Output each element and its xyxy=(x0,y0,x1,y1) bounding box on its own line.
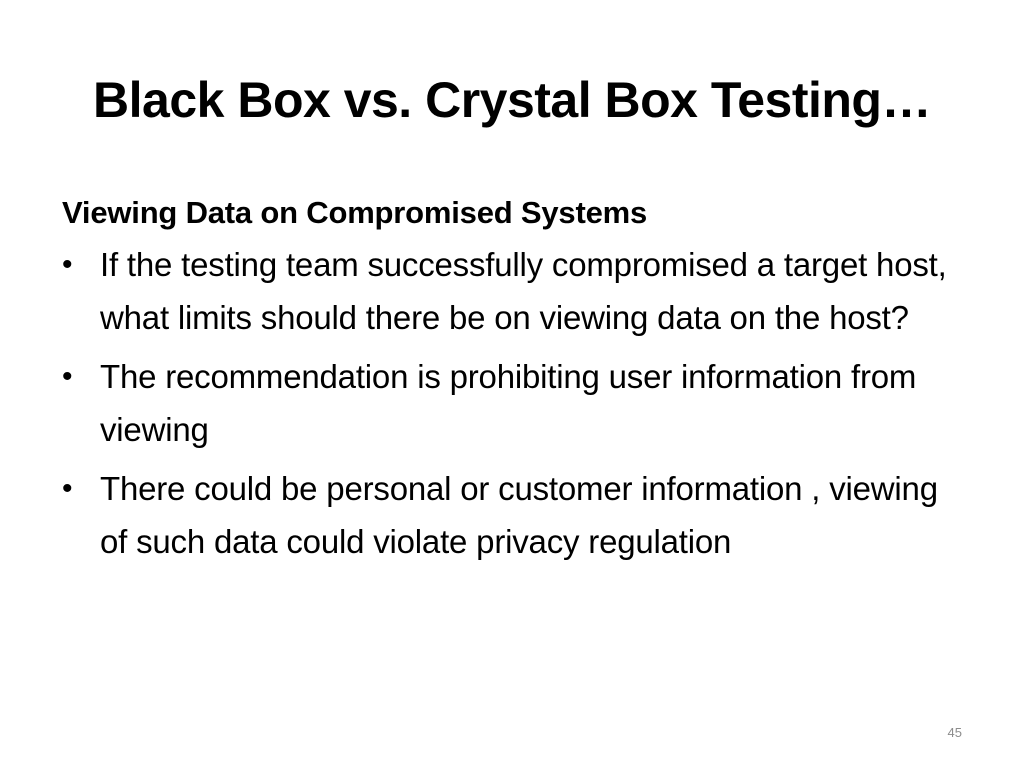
slide-title: Black Box vs. Crystal Box Testing… xyxy=(93,72,931,128)
bullet-text: There could be personal or customer info… xyxy=(100,470,938,560)
bullet-text: If the testing team successfully comprom… xyxy=(100,246,947,336)
bullet-icon: • xyxy=(62,472,73,505)
bullet-text: The recommendation is prohibiting user i… xyxy=(100,358,917,448)
slide-body: Viewing Data on Compromised Systems • If… xyxy=(62,190,962,574)
bullet-list: • If the testing team successfully compr… xyxy=(62,238,962,568)
section-heading: Viewing Data on Compromised Systems xyxy=(62,195,648,230)
bullet-icon: • xyxy=(62,248,73,281)
page-number: 45 xyxy=(947,725,962,740)
bullet-icon: • xyxy=(62,360,73,393)
bullet-item: • There could be personal or customer in… xyxy=(62,462,962,568)
bullet-item: • If the testing team successfully compr… xyxy=(62,238,962,344)
bullet-item: • The recommendation is prohibiting user… xyxy=(62,350,962,456)
